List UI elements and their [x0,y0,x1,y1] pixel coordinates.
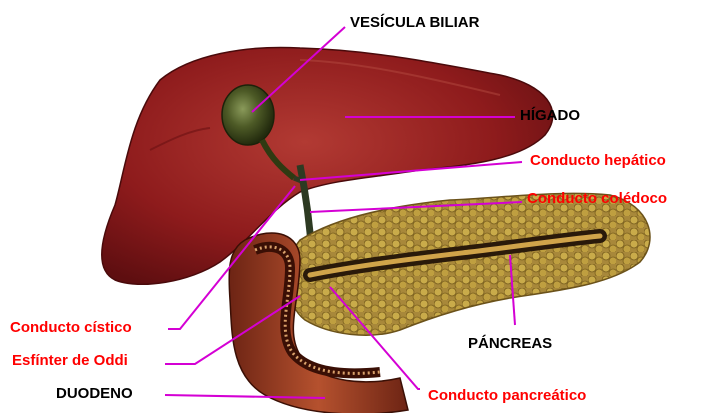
label-esfinter-oddi: Esfínter de Oddi [12,352,128,370]
label-duodeno: DUODENO [56,385,133,403]
label-vesicula-biliar: VESÍCULA BILIAR [350,14,479,32]
label-conducto-cistico: Conducto cístico [10,319,132,337]
label-conducto-hepatico: Conducto hepático [530,152,666,170]
label-pancreas: PÁNCREAS [468,335,552,353]
label-conducto-pancreatico: Conducto pancreático [428,387,586,405]
gallbladder-shape [222,85,274,145]
label-higado: HÍGADO [520,107,580,125]
label-conducto-coledoco: Conducto colédoco [527,190,667,208]
